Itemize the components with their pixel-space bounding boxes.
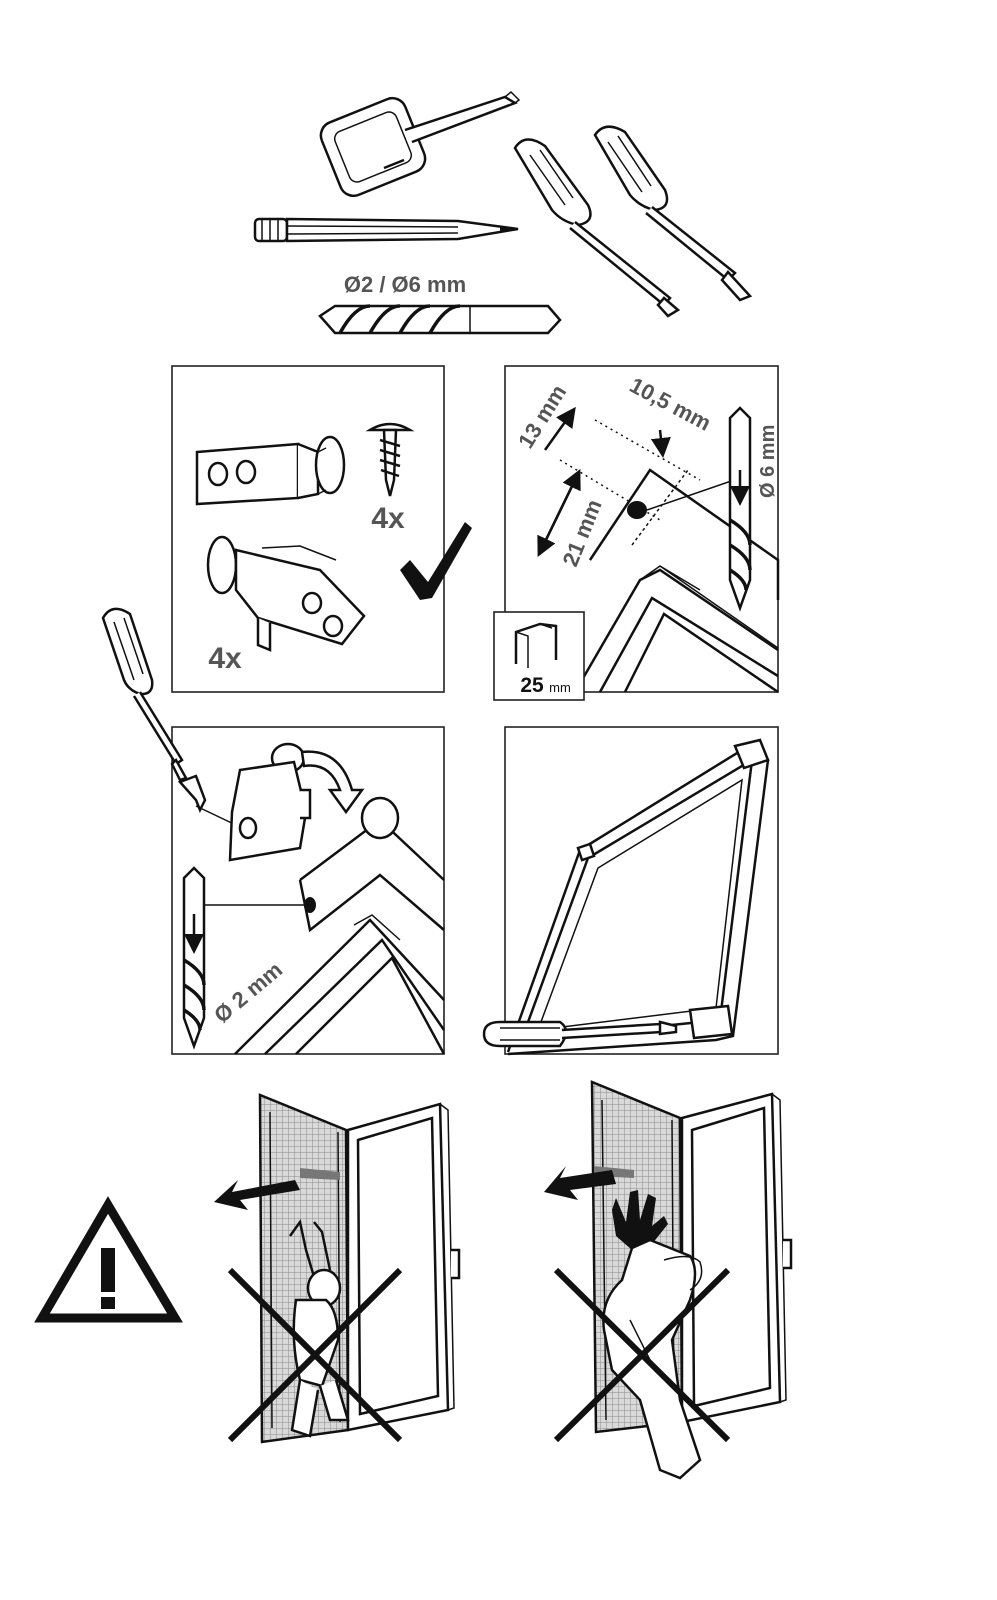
screwdriver-horizontal-icon xyxy=(482,1020,678,1048)
profile-depth-value: 25 xyxy=(520,674,544,697)
profile-depth-unit: mm xyxy=(549,680,571,695)
bracket-insert-icon xyxy=(228,742,312,862)
hand-pressing-icon xyxy=(612,1190,668,1250)
flat-screwdriver-icon xyxy=(513,138,681,318)
person-figure xyxy=(602,1238,703,1480)
arrow-left-2-icon xyxy=(544,1166,616,1200)
pencil-icon xyxy=(253,217,519,243)
drill-size-label: Ø2 / Ø6 mm xyxy=(344,272,466,297)
door-lean-warning xyxy=(544,1080,793,1480)
screwdriver-insert-icon xyxy=(101,607,188,782)
tools-section: Ø2 / Ø6 mm xyxy=(253,90,753,335)
screw-small-icon xyxy=(177,774,207,814)
mount-panel: Ø 2 mm xyxy=(101,607,446,1055)
rotate-arrow-icon xyxy=(300,750,365,815)
warning-triangle-icon xyxy=(34,1196,183,1323)
drill-bit-vertical-icon xyxy=(728,406,752,612)
measure-panel: 13 mm 10,5 mm 21 mm Ø 6 mm 25 mm xyxy=(493,365,780,701)
screw-icon xyxy=(365,422,415,497)
drill-bit-2mm-icon xyxy=(182,866,206,1050)
prohibited-cross-2-icon xyxy=(553,1267,731,1443)
phillips-screwdriver-icon xyxy=(593,125,753,302)
prohibited-cross-icon xyxy=(227,1267,403,1443)
screw-count: 4x xyxy=(371,502,405,535)
parts-panel: 4x 4x xyxy=(171,365,472,693)
drill-bit-icon xyxy=(318,304,562,335)
angled-bracket-icon xyxy=(206,535,366,652)
profile-depth-badge: 25 mm xyxy=(493,611,585,701)
bracket-count: 4x xyxy=(208,642,242,675)
arrow-left-icon xyxy=(214,1180,300,1210)
assembled-frame-panel xyxy=(482,726,779,1056)
tape-measure-icon xyxy=(319,90,521,198)
drill-6mm-label: Ø 6 mm xyxy=(757,425,779,498)
bracket-part-icon xyxy=(195,435,346,506)
checkmark-icon xyxy=(400,522,472,600)
door-child-warning xyxy=(214,1093,461,1444)
